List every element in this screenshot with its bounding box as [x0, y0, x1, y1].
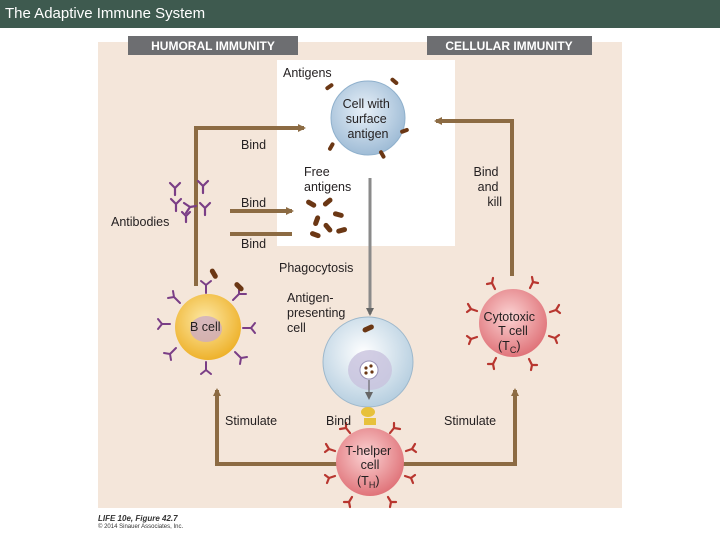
arrow-cytotoxic-to-surface-cell [434, 117, 514, 276]
label-cell-surface-antigen: Cell with surface antigen [343, 97, 394, 141]
label-cytotoxic-abbrev: (TC) [498, 339, 520, 355]
b-cell [157, 268, 256, 375]
arrow-thelper-to-cytotoxic [402, 388, 519, 466]
label-antigen-presenting-cell: Antigen- presenting cell [287, 291, 349, 335]
label-bind-lower: Bind [241, 237, 266, 251]
flow-arrows [194, 117, 519, 466]
arrow-bcell-to-surface-cell [194, 124, 306, 286]
cellular-header-band [427, 36, 592, 55]
cytotoxic-t-cell [465, 275, 562, 372]
slide-title: The Adaptive Immune System [5, 5, 206, 22]
label-antibodies: Antibodies [111, 215, 169, 229]
figure-credit-title: LIFE 10e, Figure 42.7 [98, 514, 178, 523]
label-antigens: Antigens [283, 66, 332, 80]
label-bind-and-kill: Bind and kill [473, 165, 502, 209]
label-bind-bottom: Bind [326, 414, 351, 428]
label-free-antigens: Free antigens [304, 165, 351, 194]
humoral-header-band [128, 36, 298, 55]
label-cytotoxic-t-cell: Cytotoxic T cell [484, 310, 539, 338]
free-antigens-cluster [306, 197, 348, 239]
label-b-cell: B cell [190, 320, 221, 334]
label-bind-top: Bind [241, 138, 266, 152]
figure-credit-copyright: © 2014 Sinauer Associates, Inc. [98, 524, 184, 530]
label-bind-middle: Bind [241, 196, 266, 210]
cellular-header: CELLULAR IMMUNITY [445, 39, 572, 53]
slide-title-bar: The Adaptive Immune System [0, 0, 720, 28]
figure-credit: LIFE 10e, Figure 42.7 © 2014 Sinauer Ass… [98, 514, 183, 530]
label-stimulate-right: Stimulate [444, 414, 496, 428]
label-t-helper-cell: T-helper cell [345, 444, 394, 472]
antigen-presenting-cell [322, 316, 414, 417]
labels: Antigens Cell with surface antigen Bind … [111, 66, 539, 490]
label-stimulate-left: Stimulate [225, 414, 277, 428]
label-phagocytosis: Phagocytosis [279, 261, 353, 275]
arrow-thelper-to-bcell [213, 388, 340, 466]
t-helper-cell [323, 418, 418, 509]
surface-antigen-cell [325, 77, 409, 159]
antibodies-cluster [168, 179, 212, 224]
label-t-helper-abbrev: (TH) [357, 474, 379, 490]
humoral-header: HUMORAL IMMUNITY [151, 39, 275, 53]
